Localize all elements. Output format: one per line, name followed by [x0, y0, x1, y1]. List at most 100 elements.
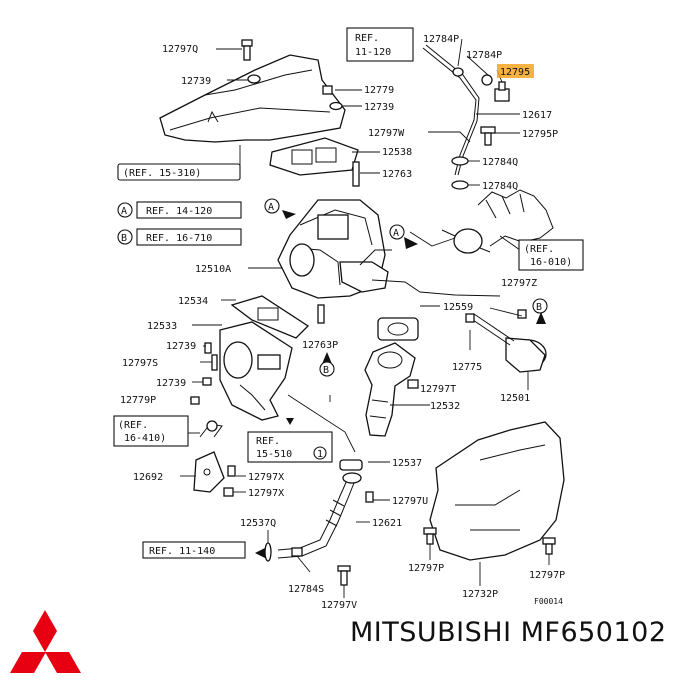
- label-12797X-a: 12797X: [248, 472, 284, 483]
- label-12797U: 12797U: [392, 496, 428, 507]
- label-12617: 12617: [522, 110, 552, 121]
- label-12537Q: 12537Q: [240, 518, 276, 529]
- label-12797W: 12797W: [368, 128, 405, 139]
- label-12763: 12763: [382, 169, 412, 180]
- gasket-12537: [339, 459, 363, 471]
- label-12797Z: 12797Z: [501, 278, 537, 289]
- nut-12779-a: [322, 85, 333, 95]
- svg-text:A: A: [393, 228, 399, 239]
- intake-hose: [477, 189, 554, 247]
- label-12621: 12621: [372, 518, 402, 529]
- washer-12739-b: [329, 101, 343, 111]
- label-12797X-b: 12797X: [248, 488, 284, 499]
- part-labels: 12797Q 12739 12779 12739 12784P 12784P 1…: [120, 34, 565, 611]
- label-12732P: 12732P: [462, 589, 498, 600]
- ref-15-510-line1: REF.: [256, 436, 280, 447]
- upper-heat-shield: [159, 54, 346, 143]
- label-12779P: 12779P: [120, 395, 156, 406]
- oil-pipe-12617: [422, 47, 477, 176]
- bolt-12739-c: [204, 342, 212, 354]
- label-12559: 12559: [443, 302, 473, 313]
- bolt-12797Q: [241, 39, 253, 61]
- washer-12784P-a: [452, 67, 464, 77]
- mitsubishi-logo: [10, 610, 81, 673]
- label-12510A: 12510A: [195, 264, 231, 275]
- stud-12763: [352, 161, 360, 187]
- svg-text:A: A: [268, 202, 274, 213]
- washer-12739-a: [247, 74, 261, 84]
- label-12532: 12532: [430, 401, 460, 412]
- label-12739-d: 12739: [156, 378, 186, 389]
- stud-12797S: [211, 354, 218, 371]
- label-12784P-b: 12784P: [466, 50, 502, 61]
- bolt-12797V: [337, 565, 351, 586]
- svg-text:B: B: [536, 302, 542, 313]
- ref-14-120-text: REF. 14-120: [146, 206, 212, 217]
- marker-a-diagram-2: A: [389, 224, 405, 240]
- ref-11-120-line2: 11-120: [355, 47, 391, 58]
- highlight-12795: [497, 64, 534, 78]
- ref-16-010-line1: (REF.: [524, 244, 554, 255]
- ref-15-310-text: (REF. 15-310): [123, 168, 201, 179]
- washer-12784Q-b: [451, 180, 469, 190]
- ref-15-510-circle: 1: [317, 449, 323, 460]
- gasket-12534: [230, 295, 310, 339]
- marker-b-diagram: B: [319, 361, 335, 377]
- label-12501: 12501: [500, 393, 530, 404]
- bolt-12797X-a: [227, 465, 236, 477]
- svg-text:B: B: [323, 365, 329, 376]
- bolt-12797X-b: [223, 487, 234, 497]
- ref-box-11-140: REF. 11-140: [142, 541, 246, 559]
- washer-12784Q-a: [451, 156, 469, 166]
- ref-box-15-310: (REF. 15-310): [117, 163, 241, 181]
- ref-16-410-line1: (REF.: [118, 420, 148, 431]
- washer-12784P-b: [481, 74, 493, 86]
- ref-box-16-010: (REF. 16-010): [518, 239, 584, 271]
- wastegate-actuator-12501: [465, 313, 547, 373]
- ref-b-marker: B: [121, 233, 127, 244]
- bolt-12797P-a: [423, 527, 437, 545]
- label-12739-c: 12739: [166, 341, 196, 352]
- union-bolt-12795P: [480, 126, 496, 146]
- eye-bolt-12795: [494, 81, 510, 102]
- label-12797S: 12797S: [122, 358, 158, 369]
- label-12797V: 12797V: [321, 600, 357, 611]
- figure-code: F00014: [534, 597, 563, 606]
- turbocharger-12510A: [277, 199, 392, 299]
- label-12784P-a: 12784P: [423, 34, 459, 45]
- ref-box-15-510: REF. 15-510 1: [247, 431, 333, 463]
- marker-a-diagram: A: [264, 198, 280, 214]
- exhaust-adapter-12533: [219, 321, 293, 421]
- label-12784Q-b: 12784Q: [482, 181, 518, 192]
- gasket-12559: [377, 317, 419, 341]
- label-12538: 12538: [382, 147, 412, 158]
- ref-a-marker: A: [121, 206, 127, 217]
- leader-lines: [180, 38, 550, 598]
- label-12739-a: 12739: [181, 76, 211, 87]
- bolt-12797U: [365, 491, 374, 503]
- label-12795P: 12795P: [522, 129, 558, 140]
- ref-box-b-16-710: B REF. 16-710: [117, 228, 242, 246]
- label-12739-b: 12739: [364, 102, 394, 113]
- label-12779-a: 12779: [364, 85, 394, 96]
- label-12692: 12692: [133, 472, 163, 483]
- gasket-12537Q: [264, 542, 272, 562]
- label-12775: 12775: [452, 362, 482, 373]
- label-12784S: 12784S: [288, 584, 324, 595]
- clip-12784S: [291, 547, 303, 557]
- ref-16-410-line2: 16-410): [124, 433, 166, 444]
- ref-16-010-line2: 16-010): [530, 257, 572, 268]
- nut-12779P: [190, 396, 200, 405]
- label-12797Q: 12797Q: [162, 44, 198, 55]
- ref-11-140-text: REF. 11-140: [149, 546, 215, 557]
- hose-clamp: [453, 228, 483, 254]
- label-12534: 12534: [178, 296, 208, 307]
- ref-box-16-410: (REF. 16-410): [113, 415, 189, 447]
- ref-16-710-text: REF. 16-710: [146, 233, 212, 244]
- ref-11-120-line1: REF.: [355, 33, 379, 44]
- label-12533: 12533: [147, 321, 177, 332]
- label-12797T: 12797T: [420, 384, 456, 395]
- bolt-12739-d: [202, 377, 212, 386]
